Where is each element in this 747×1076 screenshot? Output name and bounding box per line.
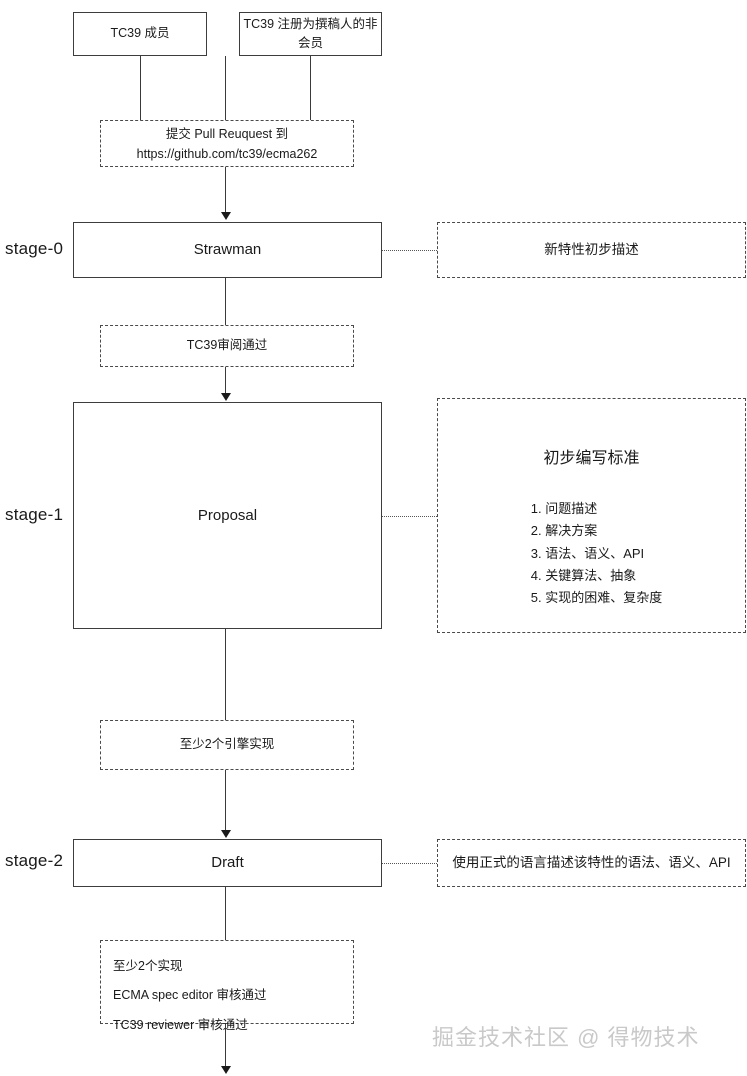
connector-join-vertical — [225, 56, 226, 120]
step-stage3-criteria: 至少2个实现 ECMA spec editor 审核通过 TC39 review… — [100, 940, 354, 1032]
criteria-row: ECMA spec editor 审核通过 — [113, 988, 267, 1003]
arrowhead-into-strawman — [221, 212, 231, 220]
step-submit-pull-request: 提交 Pull Reuquest 到 https://github.com/tc… — [100, 120, 354, 167]
submit-pr-line-2: https://github.com/tc39/ecma262 — [136, 146, 318, 161]
stage-label-stage-2: stage-2 — [5, 851, 64, 870]
connector-proposal-to-engines — [225, 629, 226, 720]
actor-label: TC39 成员 — [110, 26, 170, 41]
connector-criteria-to-next — [225, 1024, 226, 1068]
annotation-strawman: 新特性初步描述 — [437, 222, 746, 278]
arrowhead-bottom — [221, 1066, 231, 1074]
annotation-list: 1. 问题描述 2. 解决方案 3. 语法、语义、API 4. 关键算法、抽象 … — [521, 498, 662, 610]
step-label: 至少2个引擎实现 — [179, 737, 275, 752]
watermark: 掘金技术社区 @ 得物技术 — [432, 1025, 700, 1050]
list-item: 2. 解决方案 — [530, 523, 598, 539]
connector-draft-to-criteria — [225, 887, 226, 940]
list-item: 4. 关键算法、抽象 — [530, 567, 637, 583]
connector-proposal-to-annotation — [382, 516, 437, 517]
criteria-row: TC39 reviewer 审核通过 — [113, 1017, 248, 1032]
list-item: 1. 问题描述 — [530, 500, 598, 516]
connector-strawman-to-annotation — [382, 250, 437, 251]
connector-member-down — [140, 56, 141, 120]
connector-draft-to-annotation — [382, 863, 437, 864]
actor-box-tc39-member: TC39 成员 — [73, 12, 207, 56]
stage-label-stage-1: stage-1 — [5, 505, 64, 524]
stage-box-draft: Draft — [73, 839, 382, 887]
annotation-proposal: 初步编写标准 1. 问题描述 2. 解决方案 3. 语法、语义、API 4. 关… — [437, 398, 746, 633]
submit-pr-line-1: 提交 Pull Reuquest 到 — [165, 126, 289, 141]
stage-label-text: Strawman — [193, 241, 262, 259]
step-tc39-review-pass: TC39审阅通过 — [100, 325, 354, 367]
connector-review-to-proposal — [225, 367, 226, 395]
criteria-row: 至少2个实现 — [113, 959, 183, 973]
stage-label-text: Draft — [211, 854, 244, 872]
step-label: TC39审阅通过 — [186, 338, 268, 353]
stage-label-stage-0: stage-0 — [5, 239, 64, 258]
annotation-text: 新特性初步描述 — [544, 241, 639, 257]
step-two-engine-implementations: 至少2个引擎实现 — [100, 720, 354, 770]
annotation-title: 初步编写标准 — [543, 450, 640, 467]
actor-label: TC39 注册为撰稿人的非会员 — [243, 16, 378, 50]
stage-label-text: Proposal — [197, 506, 258, 524]
list-item: 5. 实现的困难、复杂度 — [530, 590, 663, 606]
arrowhead-into-proposal — [221, 393, 231, 401]
connector-strawman-to-review — [225, 278, 226, 325]
annotation-draft: 使用正式的语言描述该特性的语法、语义、API — [437, 839, 746, 887]
stage-box-strawman: Strawman — [73, 222, 382, 278]
connector-contributor-down — [310, 56, 311, 120]
list-item: 3. 语法、语义、API — [530, 545, 645, 561]
connector-engines-to-draft — [225, 770, 226, 832]
connector-pr-to-strawman — [225, 167, 226, 214]
stage-box-proposal: Proposal — [73, 402, 382, 629]
actor-box-tc39-contributor: TC39 注册为撰稿人的非会员 — [239, 12, 382, 56]
arrowhead-into-draft — [221, 830, 231, 838]
annotation-text: 使用正式的语言描述该特性的语法、语义、API — [452, 854, 731, 870]
